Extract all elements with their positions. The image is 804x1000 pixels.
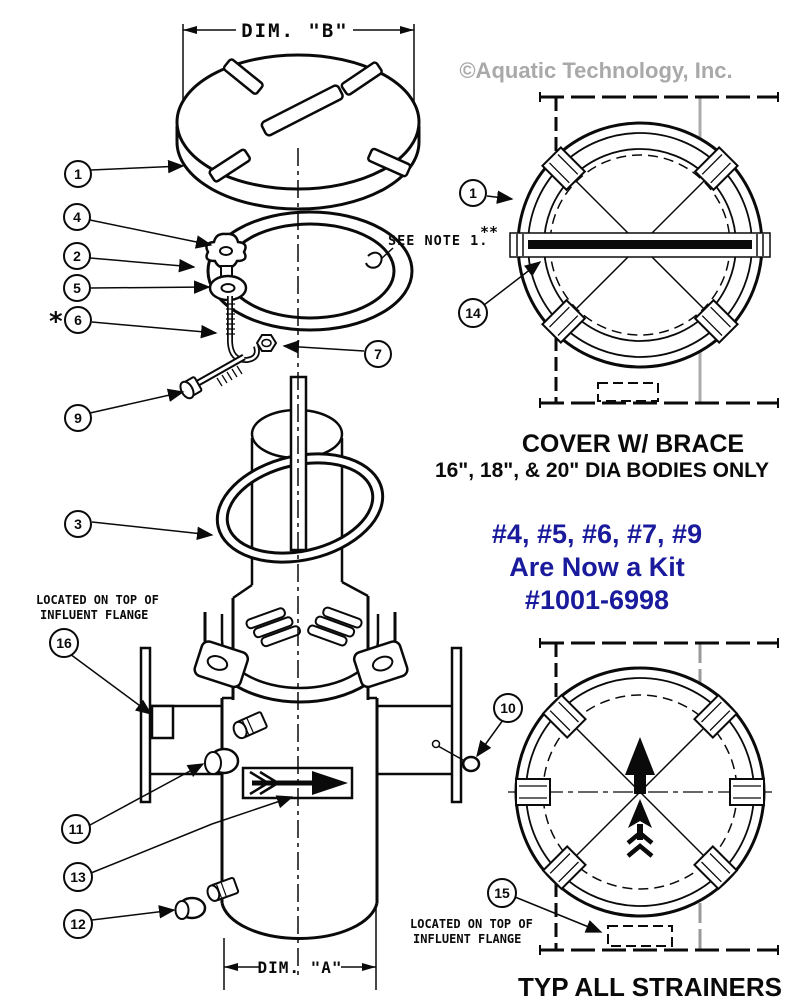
callout-1: 1 xyxy=(64,160,92,188)
dim-b-label: DIM. "B" xyxy=(241,20,349,42)
callout-12: 12 xyxy=(63,909,93,939)
clamp-band-drawing xyxy=(193,606,409,704)
callout-14-label: 14 xyxy=(465,305,481,321)
influent-note-left-l1: LOCATED ON TOP OF xyxy=(36,593,159,607)
callout-5: 5 xyxy=(63,274,91,302)
body-drawing xyxy=(139,646,463,940)
dim-b-dimension: DIM. "B" xyxy=(182,20,415,140)
callout-5-label: 5 xyxy=(73,280,81,296)
influent-note-right-l2: INFLUENT FLANGE xyxy=(413,932,521,946)
callout-1-top-view-label: 1 xyxy=(469,185,477,201)
see-note: SEE NOTE 1. ** xyxy=(380,223,498,260)
cover-brace-top-view: 1 14 COVER W/ BRACE 16", 18", & 20" DIA … xyxy=(435,92,779,482)
callout-6: 6 xyxy=(64,306,92,334)
clamp-ring-drawing xyxy=(206,210,414,332)
callout-11-label: 11 xyxy=(69,821,84,837)
kit-note: #4, #5, #6, #7, #9 Are Now a Kit #1001-6… xyxy=(492,519,702,615)
callout-1-top-view: 1 xyxy=(459,179,487,207)
callout-1-label: 1 xyxy=(74,166,82,182)
callout-6-label: 6 xyxy=(74,312,82,328)
kit-asterisk: * xyxy=(48,307,64,337)
callout-4-label: 4 xyxy=(73,209,81,225)
north-flow-arrow xyxy=(625,737,655,858)
dim-a-dimension: DIM. "A" xyxy=(223,906,377,990)
callout-11: 11 xyxy=(61,814,91,844)
kit-note-l2: Are Now a Kit xyxy=(509,552,685,582)
knob-assembly-drawing xyxy=(205,232,278,364)
watermark-text: ©Aquatic Technology, Inc. xyxy=(459,58,732,83)
typ-strainers-title: TYP ALL STRAINERS xyxy=(518,972,782,1000)
callout-7-label: 7 xyxy=(374,346,382,362)
see-note-label: SEE NOTE 1. xyxy=(388,233,488,249)
influent-note-left: LOCATED ON TOP OF INFLUENT FLANGE xyxy=(36,593,159,622)
kit-note-l1: #4, #5, #6, #7, #9 xyxy=(492,519,702,549)
drain-plug-hardware-drawing xyxy=(174,711,481,920)
see-note-stars: ** xyxy=(480,223,498,241)
dim-a-label: DIM. "A" xyxy=(257,958,342,977)
callout-3: 3 xyxy=(64,510,92,538)
callout-16-label: 16 xyxy=(56,635,72,651)
callout-2-label: 2 xyxy=(73,248,81,264)
callout-13: 13 xyxy=(63,862,93,892)
callout-16: 16 xyxy=(49,628,79,658)
callout-2: 2 xyxy=(63,242,91,270)
callout-4: 4 xyxy=(63,203,91,231)
cover-view-title-l2: 16", 18", & 20" DIA BODIES ONLY xyxy=(435,459,769,482)
callout-15-label: 15 xyxy=(494,885,510,901)
callout-7: 7 xyxy=(364,340,392,368)
callout-13-label: 13 xyxy=(70,869,86,885)
oring-drawing xyxy=(215,452,385,564)
callout-9-label: 9 xyxy=(74,410,82,426)
callout-12-label: 12 xyxy=(70,916,86,932)
callout-10: 10 xyxy=(493,693,523,723)
callout-15: 15 xyxy=(487,878,517,908)
cover-view-title-l1: COVER W/ BRACE xyxy=(522,430,744,458)
callout-10-label: 10 xyxy=(500,700,516,716)
cover-lugs xyxy=(541,146,739,344)
strainer-lugs xyxy=(515,693,765,891)
influent-note-right: LOCATED ON TOP OF INFLUENT FLANGE xyxy=(410,917,533,946)
influent-note-left-l2: INFLUENT FLANGE xyxy=(40,608,148,622)
callout-3-label: 3 xyxy=(74,516,82,532)
influent-note-right-l1: LOCATED ON TOP OF xyxy=(410,917,533,931)
callout-9: 9 xyxy=(64,404,92,432)
bolt-drawing xyxy=(179,353,246,400)
callout-14: 14 xyxy=(458,298,488,328)
cover-brace-bar xyxy=(509,232,771,258)
typ-strainers-top-view: 15 LOCATED ON TOP OF INFLUENT FLANGE TYP… xyxy=(410,638,782,1000)
callout-bubbles-left: 1 4 2 5 6 9 3 7 16 11 13 12 10 xyxy=(49,160,523,939)
cover-lid-drawing xyxy=(175,53,421,211)
leader-lines xyxy=(69,159,504,921)
kit-note-l3: #1001-6998 xyxy=(525,585,669,615)
